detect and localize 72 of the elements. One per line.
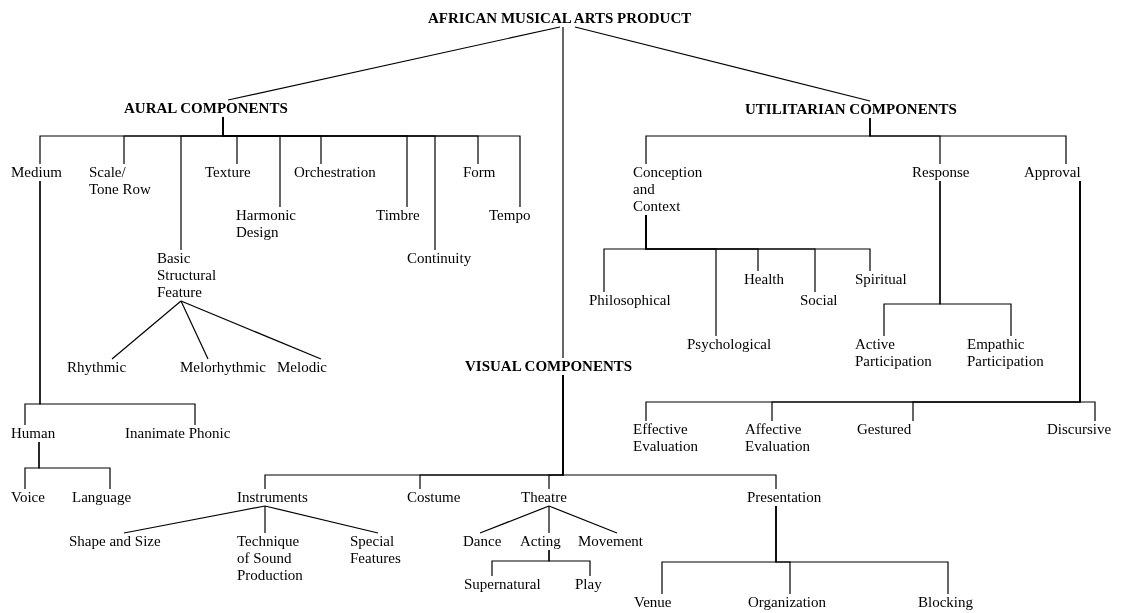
tree-node-label: Dance (463, 533, 502, 550)
tree-node-label: Tempo (489, 207, 531, 224)
tree-node-label: Acting (520, 533, 561, 550)
tree-node-label: Orchestration (294, 164, 376, 181)
connector-line (479, 505, 550, 534)
connector-line (548, 505, 550, 534)
category-heading: AURAL COMPONENTS (124, 100, 288, 117)
tree-node-label: Play (575, 576, 602, 593)
connector-line (939, 180, 1012, 337)
connector-line (548, 549, 591, 577)
tree-node-label: Inanimate Phonic (125, 425, 231, 442)
tree-node-label: Harmonic Design (236, 207, 296, 241)
tree-node-label: Form (463, 164, 496, 181)
category-heading: AFRICAN MUSICAL ARTS PRODUCT (428, 10, 692, 27)
tree-node-label: Presentation (747, 489, 822, 506)
tree-node-label: Continuity (407, 250, 472, 267)
connector-line (222, 116, 521, 208)
tree-node-label: Language (72, 489, 132, 506)
connector-line (645, 214, 871, 272)
tree-node-label: Melodic (277, 359, 327, 376)
tree-node-label: Technique of Sound Production (237, 533, 312, 584)
tree-node-label: Active Participation (855, 336, 932, 370)
tree-node-label: Timbre (376, 207, 420, 224)
tree-node-label: Instruments (237, 489, 308, 506)
connector-line (574, 26, 871, 102)
tree-node-label: Affective Evaluation (745, 421, 810, 455)
tree-node-label: Discursive (1047, 421, 1112, 438)
tree-node-label: Costume (407, 489, 461, 506)
tree-node-label: Theatre (521, 489, 567, 506)
connector-line (180, 300, 322, 360)
tree-node-label: Response (912, 164, 970, 181)
tree-node-label: Melorhythmic (180, 359, 266, 376)
connector-line (548, 505, 618, 534)
category-heading: VISUAL COMPONENTS (465, 358, 633, 375)
connector-line (123, 505, 266, 534)
connector-line (869, 117, 1067, 165)
connector-line (39, 180, 196, 426)
tree-node-label: Effective Evaluation (633, 421, 698, 455)
tree-node-label: Social (800, 292, 838, 309)
tree-node-label: Blocking (918, 594, 973, 611)
connector-line (111, 300, 182, 360)
connector-line (180, 300, 209, 360)
tree-node-label: Human (11, 425, 56, 442)
connector-line (1079, 180, 1096, 422)
connector-line (38, 441, 111, 490)
tree-node-label: Rhythmic (67, 359, 127, 376)
tree-node-label: Special Features (350, 533, 401, 567)
tree-node-label: Supernatural (464, 576, 541, 593)
tree-node-label: Shape and Size (69, 533, 161, 550)
connector-line (562, 374, 777, 490)
tree-node-label: Scale/ Tone Row (89, 164, 155, 198)
tree-node-label: Venue (634, 594, 672, 611)
tree-node-label: Movement (578, 533, 643, 550)
tree-node-label: Voice (11, 489, 45, 506)
connector-line (264, 505, 266, 534)
connector-line (264, 505, 379, 534)
tree-node-label: Approval (1024, 164, 1081, 181)
tree-node-label: Health (744, 271, 784, 288)
tree-node-label: Organization (748, 594, 827, 611)
connector-line (227, 26, 561, 101)
tree-node-label: Psychological (687, 336, 772, 353)
tree-node-label: Empathic Participation (967, 336, 1044, 370)
tree-node-label: Spiritual (855, 271, 907, 288)
tree-node-label: Gestured (857, 421, 912, 438)
connector-line (562, 26, 564, 359)
tree-node-label: Philosophical (589, 292, 671, 309)
tree-node-label: Conception and Context (633, 164, 703, 215)
tree-node-label: Texture (205, 164, 251, 181)
tree-node-label: Medium (11, 164, 62, 181)
category-heading: UTILITARIAN COMPONENTS (745, 101, 957, 118)
tree-node-label: Basic Structural Feature (157, 250, 217, 301)
connector-line (775, 505, 949, 595)
